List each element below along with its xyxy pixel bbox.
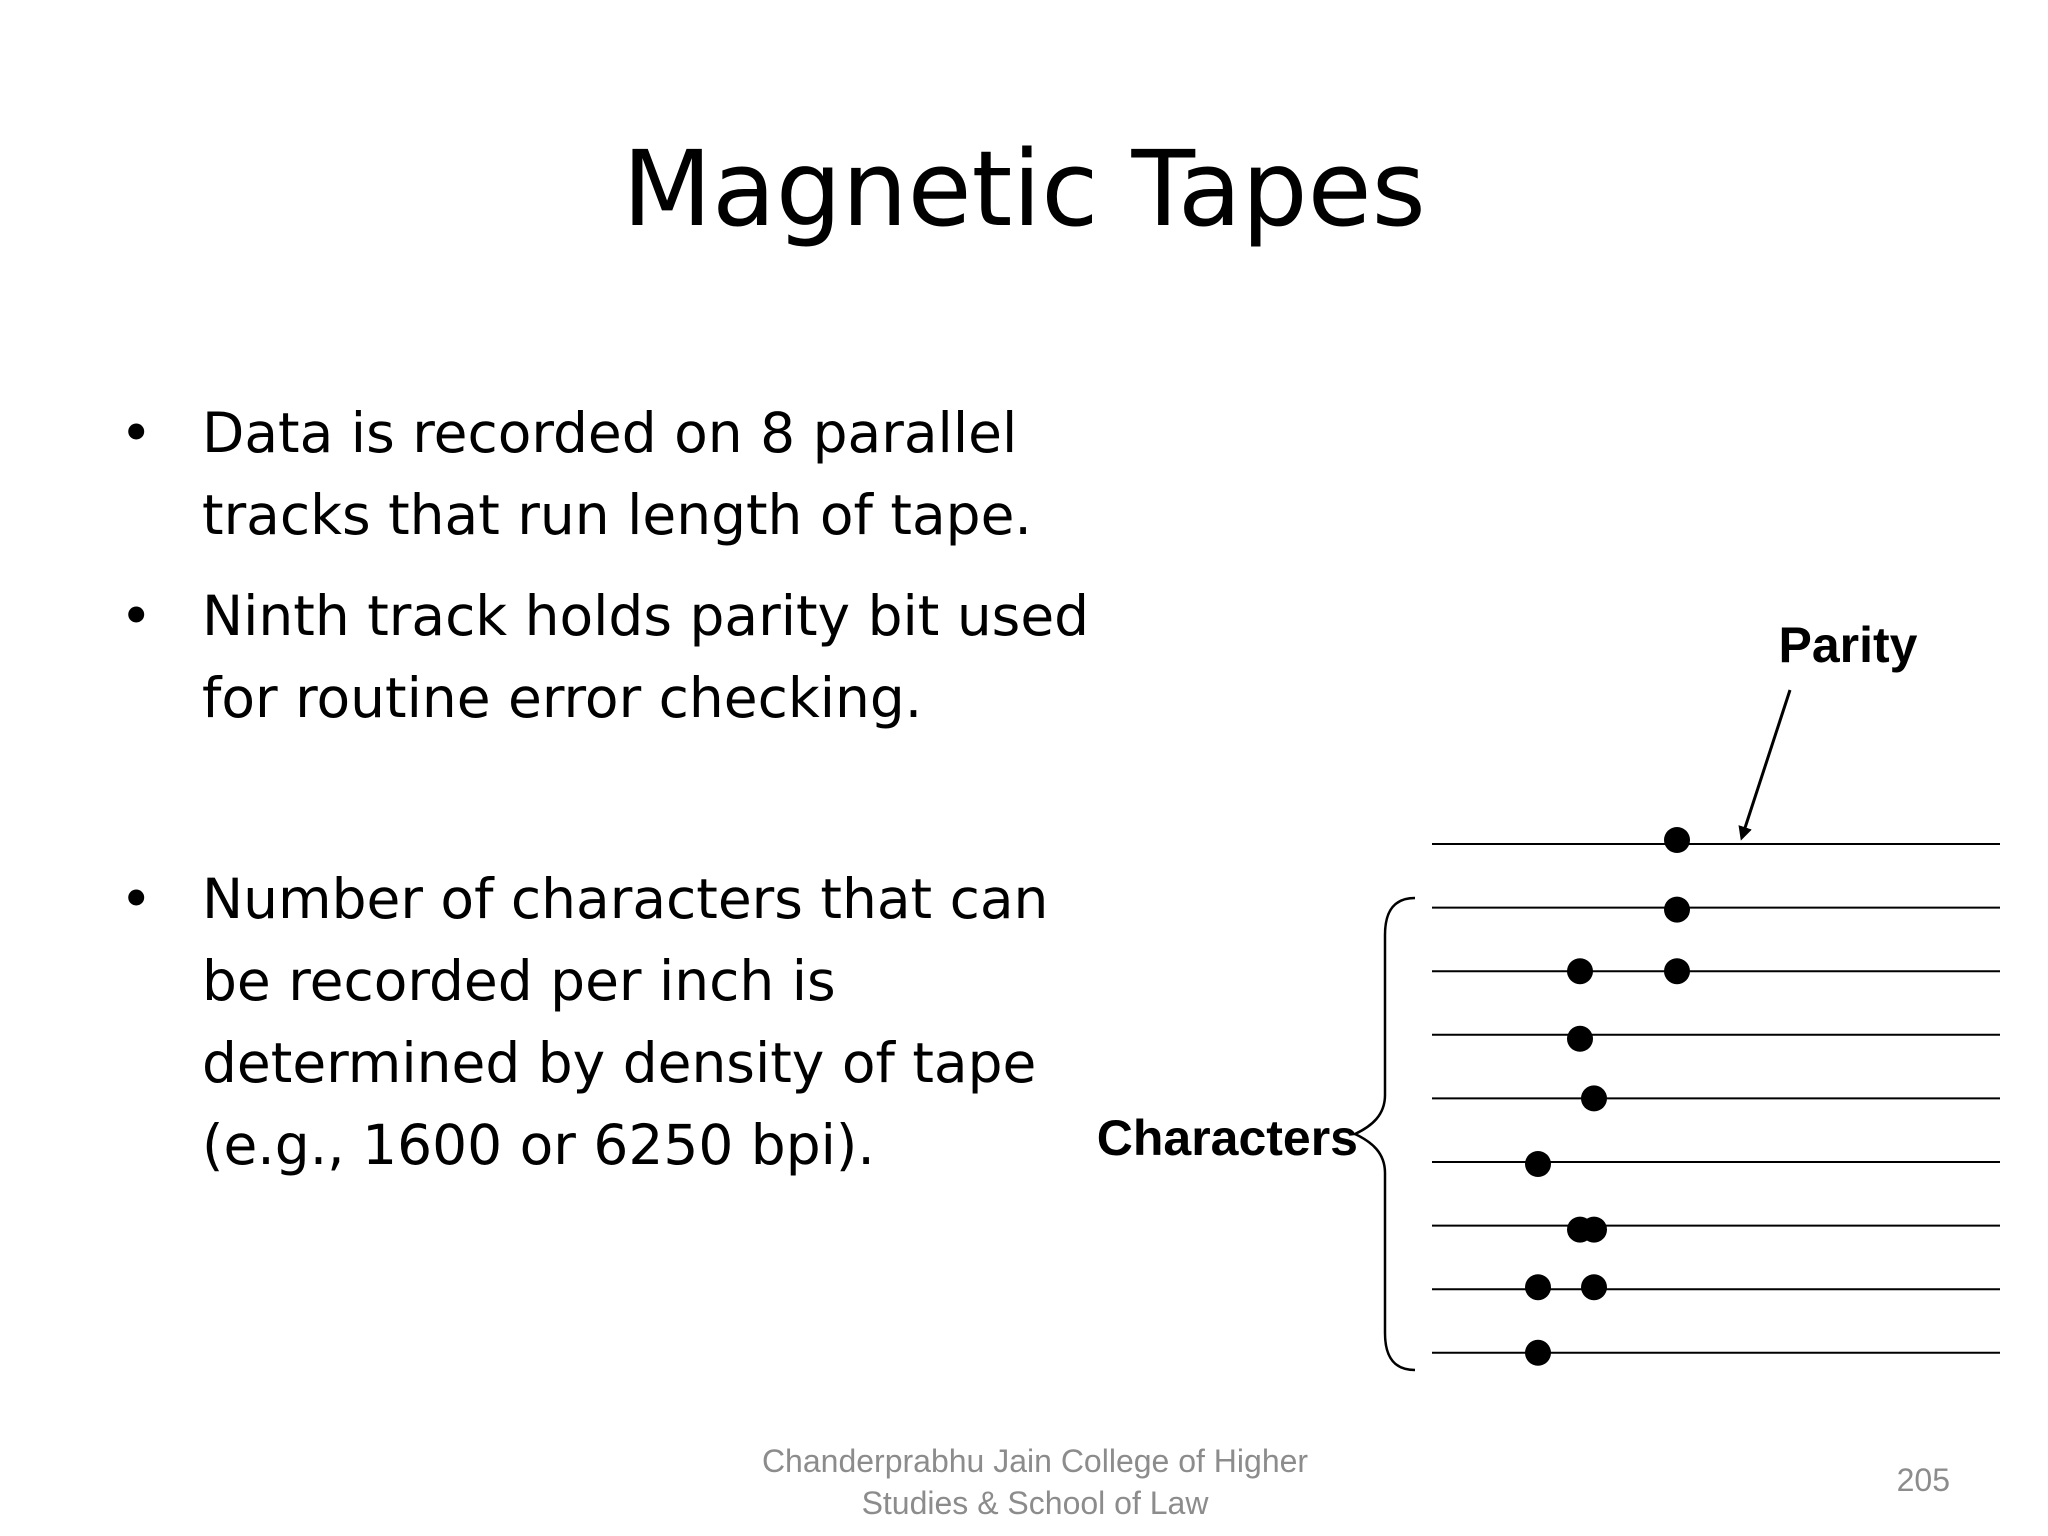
footer-institution: Chanderprabhu Jain College of Higher Stu… [761, 1443, 1309, 1521]
parity-label: Parity [1779, 617, 1918, 673]
track-lines [1432, 843, 2000, 1354]
bit-dot [1567, 958, 1593, 985]
bullet-marker: • [120, 584, 153, 648]
bullet-text: Ninth track holds parity bit used for ro… [202, 584, 1090, 730]
bit-dot [1525, 1274, 1551, 1301]
bit-dots [1525, 827, 1690, 1366]
bit-dot [1567, 1025, 1593, 1052]
bullet-marker: • [120, 867, 153, 931]
bullet-list: • Data is recorded on 8 parallel tracks … [0, 0, 1150, 1300]
bit-dot [1525, 1339, 1551, 1366]
bit-dot [1664, 958, 1690, 985]
parity-arrow [1738, 689, 1792, 841]
bit-dot [1664, 827, 1690, 853]
bullet-text: Data is recorded on 8 parallel tracks th… [202, 401, 1032, 547]
page-number: 205 [1896, 1462, 1950, 1498]
bit-dot [1581, 1085, 1607, 1112]
characters-brace [1352, 896, 1416, 1372]
bit-dot [1581, 1274, 1607, 1301]
slide-title: Magnetic Tapes [622, 128, 1426, 250]
bit-dot [1664, 896, 1690, 923]
characters-label: Characters [1097, 1110, 1358, 1166]
bit-dot [1581, 1216, 1607, 1243]
bullet-text: Number of characters that can be recorde… [202, 867, 1049, 1177]
bit-dot [1525, 1151, 1551, 1177]
bullet-marker: • [120, 401, 153, 465]
